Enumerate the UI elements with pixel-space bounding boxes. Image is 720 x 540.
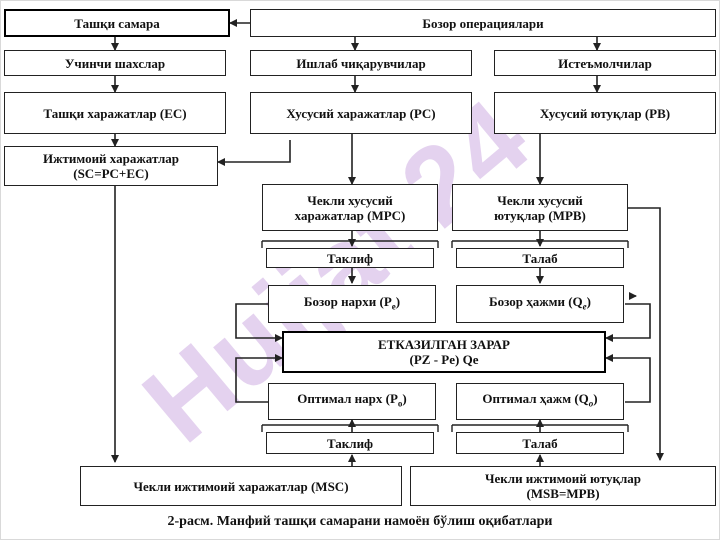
mpb-box: Чекли хусусий ютуқлар (MPB) <box>452 184 628 231</box>
market-price-box: Бозор нархи (Ре) <box>268 285 436 323</box>
loss-formula: (PZ - Pe) Qe <box>409 352 479 367</box>
external-effect-label: Ташқи самара <box>74 15 160 31</box>
optimal-volume-tail: ) <box>593 391 598 407</box>
mpc-label-line2: харажатлар (MPC) <box>294 207 406 223</box>
private-benefits-box: Хусусий ютуқлар (PB) <box>494 92 716 134</box>
demand-box-bottom: Талаб <box>456 432 624 454</box>
optimal-volume-box: Оптимал ҳажм (Qо) <box>456 383 624 420</box>
arrow-optprice-to-loss <box>235 354 283 403</box>
market-volume-box: Бозор ҳажми (Qе) <box>456 285 624 323</box>
arrow-price-to-loss <box>235 303 283 342</box>
mpc-box: Чекли хусусий харажатлар (MPC) <box>262 184 438 231</box>
optimal-price-box: Оптимал нарх (Ро) <box>268 383 436 420</box>
supply-top-label: Таклиф <box>326 250 374 266</box>
demand-box-top: Талаб <box>456 248 624 268</box>
mpc-label-line1: Чекли хусусий <box>307 192 393 208</box>
arrow-volume-to-loss <box>605 303 651 342</box>
supply-bottom-label: Таклиф <box>326 435 374 451</box>
market-price-tail: ) <box>395 293 401 309</box>
optimal-volume-sub: о <box>588 398 594 409</box>
third-parties-label: Учинчи шахслар <box>64 55 166 71</box>
demand-top-label: Талаб <box>522 250 558 266</box>
supply-box-top: Таклиф <box>266 248 434 268</box>
arrow-mpb-to-msb <box>628 207 664 461</box>
external-costs-label: Ташқи харажатлар (ЕС) <box>43 105 187 121</box>
msc-label: Чекли ижтимоий харажатлар (MSC) <box>133 478 349 494</box>
market-volume-sub: е <box>582 301 587 312</box>
figure-caption: 2-расм. Манфий ташқи самарани намоён бўл… <box>167 514 553 529</box>
arrow-optvolume-to-loss <box>605 354 651 403</box>
msc-box: Чекли ижтимоий харажатлар (MSC) <box>80 466 402 506</box>
market-price-sub: е <box>391 301 396 312</box>
mpb-label-line1: Чекли хусусий <box>497 192 583 208</box>
producers-box: Ишлаб чиқарувчилар <box>250 50 472 76</box>
consumers-label: Истеъмолчилар <box>558 55 652 71</box>
optimal-price-tail: ) <box>402 391 407 407</box>
optimal-price-sub: о <box>397 398 403 409</box>
private-costs-label: Хусусий харажатлар (PC) <box>286 105 436 121</box>
social-costs-formula: (SC=PC+EC) <box>73 166 149 181</box>
optimal-price-main: Оптимал нарх (Р <box>297 391 398 407</box>
private-costs-box: Хусусий харажатлар (PC) <box>250 92 472 134</box>
market-operations-label: Бозор операциялари <box>422 15 544 31</box>
private-benefits-label: Хусусий ютуқлар (PB) <box>539 105 671 121</box>
msb-label-line1: Чекли ижтимоий ютуқлар <box>484 471 642 486</box>
external-costs-box: Ташқи харажатлар (ЕС) <box>4 92 226 134</box>
third-parties-box: Учинчи шахслар <box>4 50 226 76</box>
producers-label: Ишлаб чиқарувчилар <box>296 55 426 71</box>
market-volume-main: Бозор ҳажми (Q <box>488 293 583 309</box>
market-price-label: Бозор нархи (Ре) <box>304 294 400 315</box>
consumers-box: Истеъмолчилар <box>494 50 716 76</box>
optimal-volume-main: Оптимал ҳажм (Q <box>482 391 589 407</box>
supply-box-bottom: Таклиф <box>266 432 434 454</box>
arrow-pc-to-sc <box>217 140 291 166</box>
optimal-volume-label: Оптимал ҳажм (Qо) <box>482 391 597 412</box>
social-costs-box: Ижтимоий харажатлар (SC=PC+EC) <box>4 146 218 186</box>
mpb-label-line2: ютуқлар (MPB) <box>494 207 586 223</box>
msb-box: Чекли ижтимоий ютуқлар (MSB=MPB) <box>410 466 716 506</box>
optimal-price-label: Оптимал нарх (Ро) <box>297 391 407 412</box>
msb-label-line2: (MSB=MPB) <box>526 486 600 501</box>
market-operations-box: Бозор операциялари <box>250 9 716 37</box>
demand-bottom-label: Талаб <box>522 435 558 451</box>
loss-title: ЕТКАЗИЛГАН ЗАРАР <box>378 337 510 352</box>
market-volume-tail: ) <box>586 293 592 309</box>
loss-box: ЕТКАЗИЛГАН ЗАРАР (PZ - Pe) Qe <box>282 331 606 373</box>
external-effect-box: Ташқи самара <box>4 9 230 37</box>
market-price-main: Бозор нархи (Р <box>303 293 392 309</box>
market-volume-label: Бозор ҳажми (Qе) <box>489 294 591 315</box>
social-costs-label: Ижтимоий харажатлар <box>42 151 180 166</box>
